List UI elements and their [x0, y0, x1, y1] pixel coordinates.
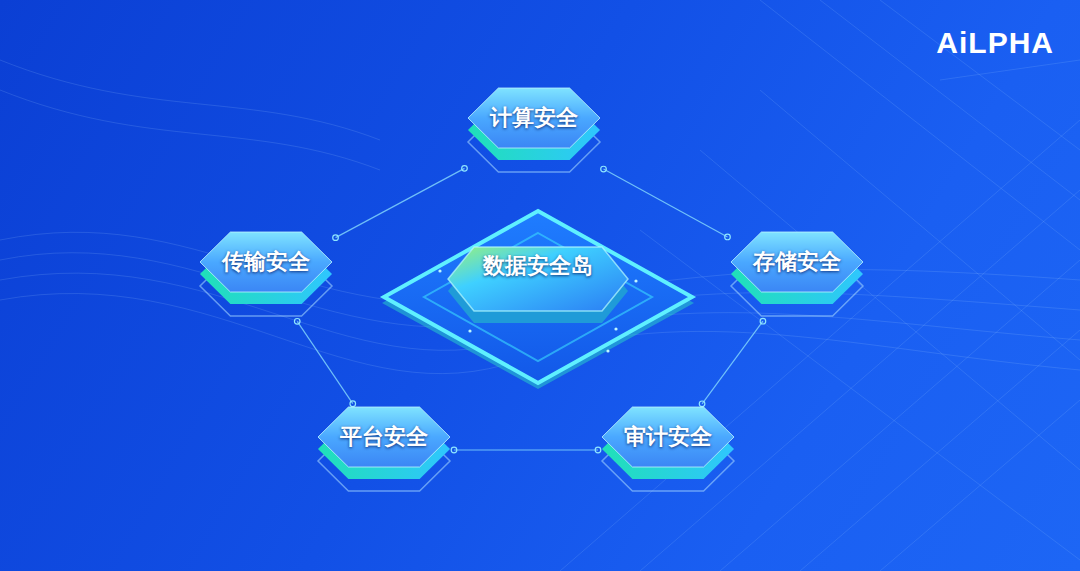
tile-shape	[602, 407, 734, 493]
tile-shape	[318, 407, 450, 493]
security-tile: 审计安全	[602, 407, 734, 493]
node-label: 审计安全	[602, 424, 734, 450]
node-label: 数据安全岛	[380, 253, 696, 279]
connector	[601, 166, 731, 239]
security-tile: 传输安全	[200, 232, 332, 318]
core-shape	[380, 211, 696, 389]
security-tile: 计算安全	[468, 88, 600, 174]
connector	[294, 319, 355, 407]
connector	[333, 166, 468, 241]
tile-shape	[200, 232, 332, 318]
security-tile: 存储安全	[731, 232, 863, 318]
connector	[699, 318, 765, 406]
brand-logo-text: AiLPHA	[936, 26, 1054, 59]
logo: AiLPHA	[936, 26, 1054, 60]
node-label: 计算安全	[468, 105, 600, 131]
tile-shape	[731, 232, 863, 318]
node-label: 传输安全	[200, 249, 332, 275]
connector	[451, 447, 601, 453]
node-label: 平台安全	[318, 424, 450, 450]
tile-shape	[468, 88, 600, 174]
security-tile: 平台安全	[318, 407, 450, 493]
node-label: 存储安全	[731, 249, 863, 275]
core-platform: 数据安全岛	[380, 211, 696, 389]
